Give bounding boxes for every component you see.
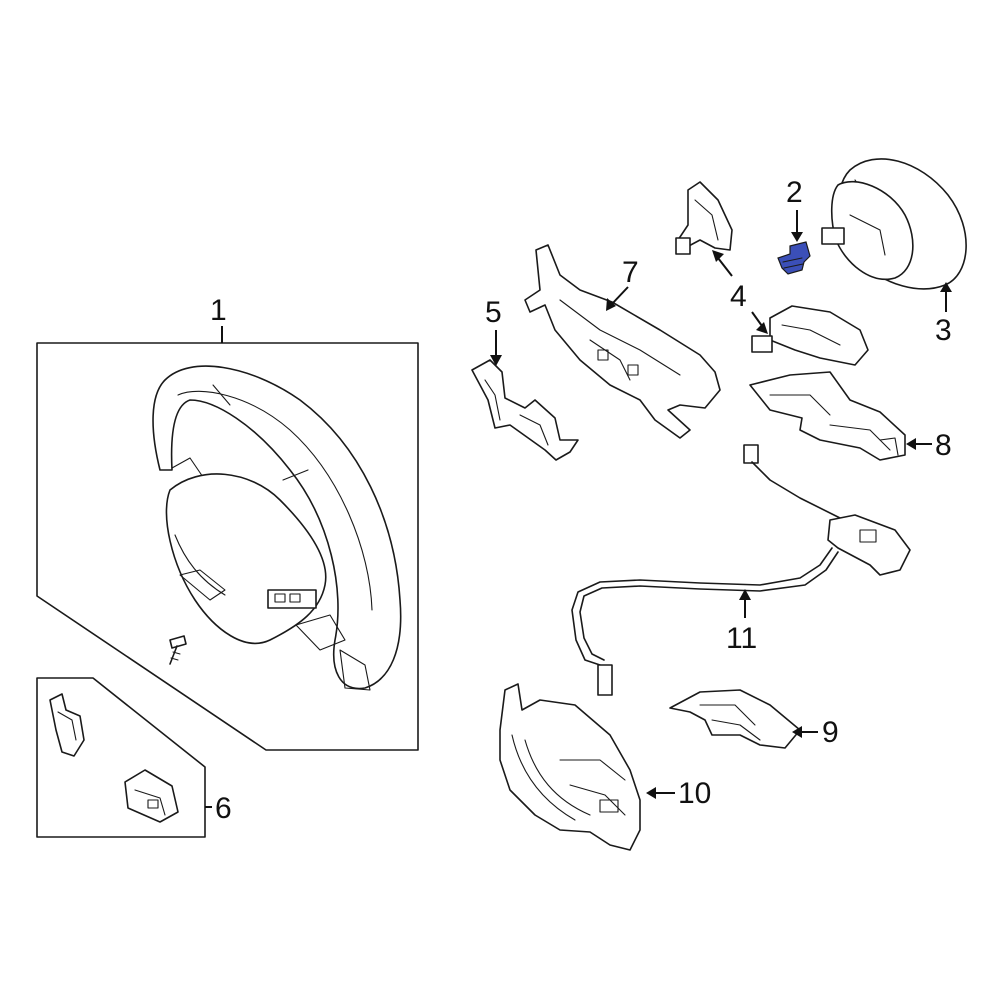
part-6-switches-group[interactable]: 6 <box>36 677 232 838</box>
steering-wheel-bolt <box>169 635 187 649</box>
callout-8: 8 <box>935 429 952 462</box>
callout-9: 9 <box>822 716 839 749</box>
part-9-cover <box>669 689 801 749</box>
part-1-steering-wheel-group[interactable]: 1 <box>36 294 419 751</box>
part-4-switches-group[interactable]: 4 <box>675 181 869 366</box>
part-2-bolt <box>777 241 811 275</box>
steering-wheel-rim <box>152 365 402 690</box>
callout-3: 3 <box>935 314 952 347</box>
harness-wire <box>751 461 841 519</box>
callout-5: 5 <box>485 296 502 329</box>
callout-1: 1 <box>210 294 227 327</box>
harness-connector-top <box>743 444 759 464</box>
steering-wheel-hub <box>165 473 327 645</box>
part-1-frame <box>36 342 419 751</box>
part-7-trim-cover-group[interactable]: 7 <box>524 244 721 439</box>
part-6-frame <box>36 677 206 838</box>
part-8-cover <box>749 371 906 461</box>
part-3-airbag-group[interactable]: 3 <box>821 158 967 347</box>
part-4-switch-lower <box>769 305 869 366</box>
part-9-cover-group[interactable]: 9 <box>669 689 839 749</box>
callout-10: 10 <box>678 777 711 810</box>
callout-11: 11 <box>726 622 757 655</box>
part-5-bracket-group[interactable]: 5 <box>471 296 579 461</box>
part-10-column-cover <box>499 683 641 851</box>
part-4-switch-upper <box>677 181 733 251</box>
part-11-harness-group[interactable]: 11 <box>571 444 911 696</box>
callout-7: 7 <box>622 256 639 289</box>
part-5-bracket <box>471 359 579 461</box>
harness-connector-bottom <box>597 664 613 696</box>
callout-6: 6 <box>215 792 232 825</box>
part-10-column-cover-group[interactable]: 10 <box>499 683 711 851</box>
part-2-bolt-group[interactable]: 2 <box>777 176 811 275</box>
part-8-cover-group[interactable]: 8 <box>749 371 952 462</box>
callout-4: 4 <box>730 280 747 313</box>
callout-2: 2 <box>786 176 803 209</box>
harness-bracket <box>827 514 911 576</box>
